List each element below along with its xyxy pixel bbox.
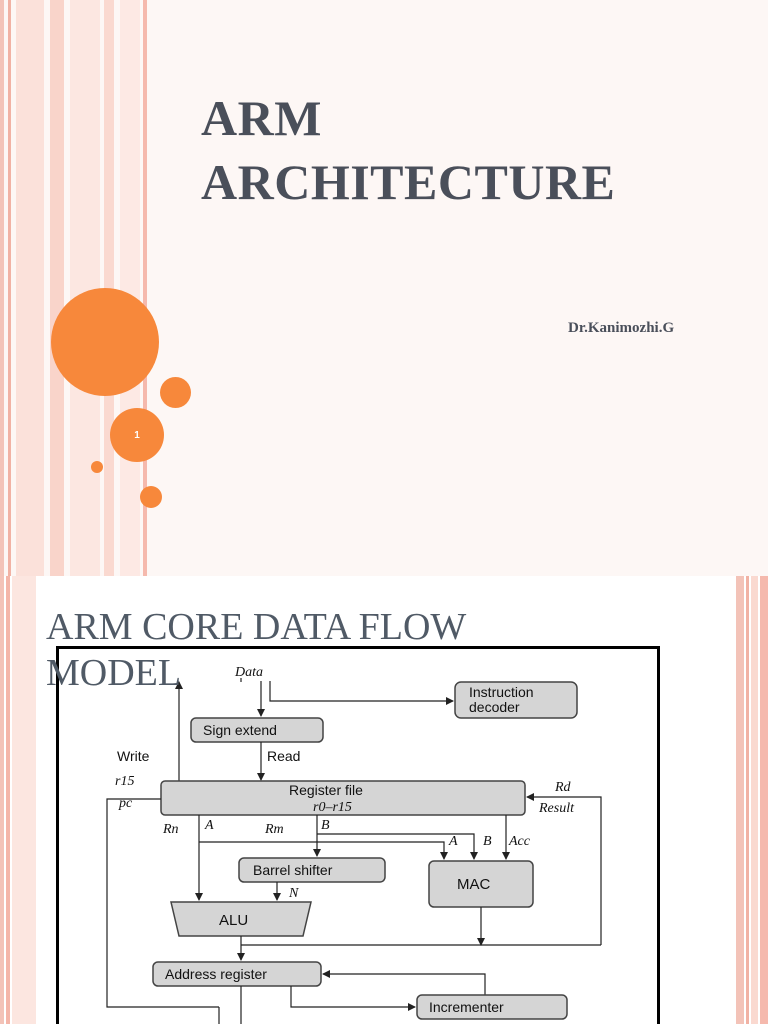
decorative-circle-tiny — [91, 461, 103, 473]
decorative-stripe — [16, 0, 44, 576]
register-range-label: r0–r15 — [313, 800, 352, 815]
diagram-svg: Data Instruction decoder Sign extend Wri… — [106, 665, 602, 1024]
rm-to-mac — [317, 833, 478, 860]
instruction-decoder-label-1: Instruction — [469, 684, 534, 700]
r15-label: r15 — [115, 774, 134, 789]
sign-extend-label: Sign extend — [203, 722, 277, 738]
decorative-stripe — [8, 0, 11, 576]
decorative-stripe — [760, 576, 768, 1024]
title-line-1: ARM — [201, 90, 322, 146]
barrel-shifter-label: Barrel shifter — [253, 862, 333, 878]
decorative-circle-small — [160, 377, 191, 408]
decorative-stripe — [12, 576, 36, 1024]
register-file-box — [160, 780, 526, 816]
a-label: A — [204, 818, 214, 833]
page-number: 1 — [134, 429, 140, 441]
decorative-stripe — [6, 576, 10, 1024]
pc-bus — [106, 798, 219, 1008]
title-line-2: MODEL — [46, 652, 182, 694]
mac-label: MAC — [457, 876, 491, 893]
instruction-decoder-box — [454, 681, 578, 719]
mac-a-label: A — [448, 834, 458, 849]
rn-label: Rn — [162, 822, 179, 837]
address-to-incrementer — [290, 986, 416, 1011]
decorative-stripe — [143, 0, 147, 576]
content-slide: Data Instruction decoder Sign extend Wri… — [0, 576, 768, 1024]
incrementer-box — [416, 994, 568, 1020]
decorative-stripe — [0, 0, 4, 576]
page-number-circle — [110, 408, 164, 462]
incrementer-label: Incrementer — [429, 999, 504, 1015]
data-flow-diagram: Data Instruction decoder Sign extend Wri… — [56, 646, 660, 1024]
acc-label: Acc — [508, 834, 531, 849]
address-register-label: Address register — [165, 966, 267, 982]
slide-title: ARM CORE DATA FLOW MODEL — [46, 604, 466, 696]
result-bus — [526, 793, 602, 945]
decorative-stripe — [746, 576, 749, 1024]
instruction-decoder-label-2: decoder — [469, 699, 520, 715]
data-label: Data — [234, 665, 263, 680]
slide-title: ARM ARCHITECTURE — [201, 86, 615, 214]
decorative-stripe — [120, 0, 140, 576]
decoder-arrow — [269, 681, 454, 705]
write-label: Write — [117, 748, 150, 764]
rn-to-mac — [199, 841, 448, 860]
address-register-box — [152, 961, 322, 987]
decorative-circle-large — [51, 288, 159, 396]
b-label: B — [321, 818, 330, 833]
register-file-label: Register file — [289, 782, 363, 798]
rm-label: Rm — [264, 822, 284, 837]
decorative-stripe — [50, 0, 64, 576]
decorative-stripe — [0, 576, 4, 1024]
title-slide: 1 ARM ARCHITECTURE Dr.Kanimozhi.G — [0, 0, 675, 576]
alu-box — [170, 901, 312, 937]
read-label: Read — [267, 748, 300, 764]
sign-extend-box — [190, 717, 324, 743]
n-label: N — [288, 886, 299, 901]
author-name: Dr.Kanimozhi.G — [568, 320, 675, 336]
alu-label: ALU — [219, 912, 248, 929]
barrel-shifter-box — [238, 857, 386, 883]
result-label: Result — [538, 801, 575, 816]
title-line-2: ARCHITECTURE — [201, 154, 616, 210]
title-line-1: ARM CORE DATA FLOW — [46, 606, 467, 648]
decorative-stripe — [751, 576, 758, 1024]
decorative-circle-small — [140, 486, 162, 508]
rd-label: Rd — [554, 780, 572, 795]
decorative-stripe — [736, 576, 744, 1024]
pc-label: pc — [118, 796, 133, 811]
mac-b-label: B — [483, 834, 492, 849]
